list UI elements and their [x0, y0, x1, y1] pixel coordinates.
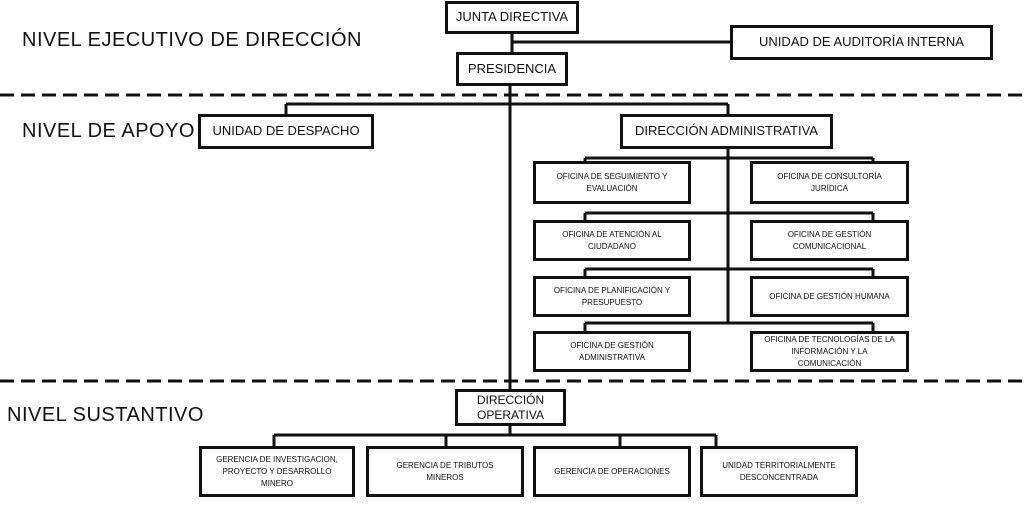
box-oficina-seguimiento: OFICINA DE SEGUIMIENTO Y EVALUACIÓN [533, 161, 691, 204]
box-oficina-gestion-humana: OFICINA DE GESTIÓN HUMANA [750, 276, 909, 317]
box-junta-directiva: JUNTA DIRECTIVA [445, 1, 579, 34]
box-oficina-atencion: OFICINA DE ATENCIÓN AL CIUDADANO [533, 220, 691, 261]
box-presidencia: PRESIDENCIA [456, 52, 568, 86]
level-label-support: NIVEL DE APOYO [22, 120, 195, 142]
box-oficina-gestion-administrativa: OFICINA DE GESTIÓN ADMINISTRATIVA [533, 331, 691, 372]
box-oficina-planificacion: OFICINA DE PLANIFICACIÓN Y PRESUPUESTO [533, 276, 691, 317]
box-direccion-operativa: DIRECCIÓN OPERATIVA [455, 389, 566, 426]
box-gerencia-operaciones: GERENCIA DE OPERACIONES [533, 446, 691, 497]
box-oficina-tecnologias: OFICINA DE TECNOLOGÍAS DE LA INFORMACIÓN… [750, 331, 909, 372]
box-direccion-administrativa: DIRECCIÓN ADMINISTRATIVA [620, 114, 833, 149]
box-unidad-auditoria-interna: UNIDAD DE AUDITORÍA INTERNA [730, 25, 993, 60]
box-oficina-consultoria: OFICINA DE CONSULTORÍA JURÍDICA [750, 161, 909, 204]
box-oficina-comunicacional: OFICINA DE GESTIÓN COMUNICACIONAL [750, 220, 909, 261]
level-label-substantive: NIVEL SUSTANTIVO [7, 404, 204, 426]
box-unidad-despacho: UNIDAD DE DESPACHO [198, 114, 374, 149]
box-gerencia-investigacion: GERENCIA DE INVESTIGACION, PROYECTO Y DE… [199, 446, 355, 497]
level-label-executive: NIVEL EJECUTIVO DE DIRECCIÓN [22, 29, 362, 51]
box-unidad-territorial: UNIDAD TERRITORIALMENTE DESCONCENTRADA [700, 446, 858, 497]
box-gerencia-tributos: GERENCIA DE TRIBUTOS MINEROS [366, 446, 524, 497]
